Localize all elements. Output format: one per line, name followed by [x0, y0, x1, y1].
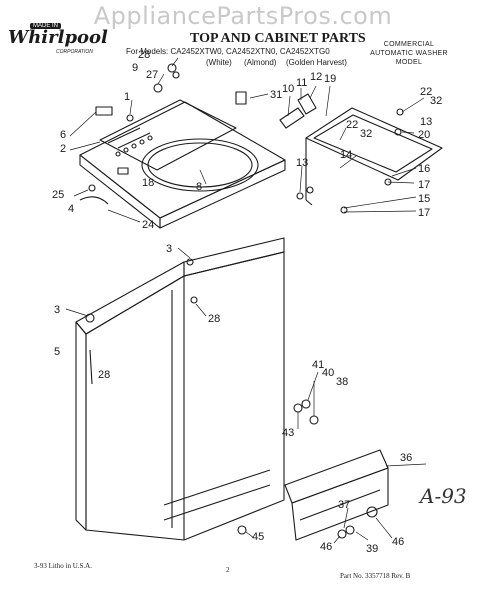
color-white: (White): [206, 58, 232, 67]
washer-lid: [305, 107, 443, 206]
callout-13-left: 13: [296, 157, 308, 169]
callout-46-left: 46: [320, 541, 332, 553]
models-line: For Models: CA2452XTW0, CA2452XTN0, CA24…: [126, 47, 330, 56]
callout-2: 2: [60, 143, 66, 155]
callout-19: 19: [324, 73, 336, 85]
callout-40: 40: [322, 367, 334, 379]
brand-tag: MADE IN: [30, 23, 62, 29]
callout-22-lid: 22: [346, 119, 358, 131]
footer-part-number: Part No. 3357718 Rev. B: [340, 572, 411, 580]
model-type-line-2: AUTOMATIC WASHER: [370, 50, 448, 57]
watermark: AppliancePartsPros.com: [93, 2, 393, 30]
callout-31: 31: [270, 89, 282, 101]
page-title: TOP AND CABINET PARTS: [190, 31, 366, 46]
callout-28-cabinet: 28: [208, 313, 220, 325]
callout-27: 27: [146, 69, 158, 81]
model-type: COMMERCIAL AUTOMATIC WASHER MODEL: [364, 40, 454, 67]
washer-top-panel: [79, 99, 286, 229]
callout-3-top: 3: [166, 243, 172, 255]
callout-14: 14: [340, 149, 352, 161]
callout-32-lid: 32: [360, 128, 372, 140]
callout-20: 20: [418, 129, 430, 141]
callout-4: 4: [68, 203, 74, 215]
callout-32-right: 32: [430, 95, 442, 107]
callout-labels: 28 9 27 1 6 2 25 4 24 18 8 31 10 11 12 1…: [52, 49, 442, 555]
brand-logo: Whirlpool: [8, 27, 108, 48]
front-panel: [284, 449, 389, 541]
callout-5: 5: [54, 346, 60, 358]
callout-10: 10: [282, 83, 294, 95]
callout-16: 16: [418, 163, 430, 175]
washer-cabinet: [75, 237, 285, 541]
callout-17-upper: 17: [418, 179, 430, 191]
callout-24: 24: [142, 219, 154, 231]
callout-15: 15: [418, 193, 430, 205]
callout-3-left: 3: [54, 304, 60, 316]
callout-22-right: 22: [420, 86, 432, 98]
footer-page-number: 2: [226, 566, 230, 574]
brand-sub: CORPORATION: [56, 49, 93, 55]
callout-38: 38: [336, 376, 348, 388]
callout-46-right: 46: [392, 536, 404, 548]
model-type-line-1: COMMERCIAL: [383, 41, 435, 48]
callout-28: 28: [138, 49, 150, 61]
callout-41: 41: [312, 359, 324, 371]
model-type-line-3: MODEL: [395, 59, 423, 66]
handwritten-note: A-93: [420, 484, 467, 508]
callout-28-side: 28: [98, 369, 110, 381]
callout-36: 36: [400, 452, 412, 464]
footer-litho: 3-93 Litho in U.S.A.: [34, 562, 92, 570]
leader-lines: [65, 57, 427, 544]
callout-8: 8: [196, 181, 202, 193]
callout-45: 45: [252, 531, 264, 543]
callout-25: 25: [52, 189, 64, 201]
callout-6: 6: [60, 129, 66, 141]
callout-18: 18: [142, 177, 154, 189]
callout-13-right: 13: [420, 116, 432, 128]
callout-17-lower: 17: [418, 207, 430, 219]
callout-11: 11: [296, 77, 307, 89]
callout-1: 1: [124, 91, 130, 103]
color-almond: (Almond): [244, 58, 277, 67]
callout-12: 12: [310, 71, 322, 83]
callout-43: 43: [282, 427, 294, 439]
callout-9: 9: [132, 62, 138, 74]
callout-39: 39: [366, 543, 378, 555]
callout-37: 37: [338, 499, 350, 511]
color-harvest: (Golden Harvest): [286, 58, 347, 67]
